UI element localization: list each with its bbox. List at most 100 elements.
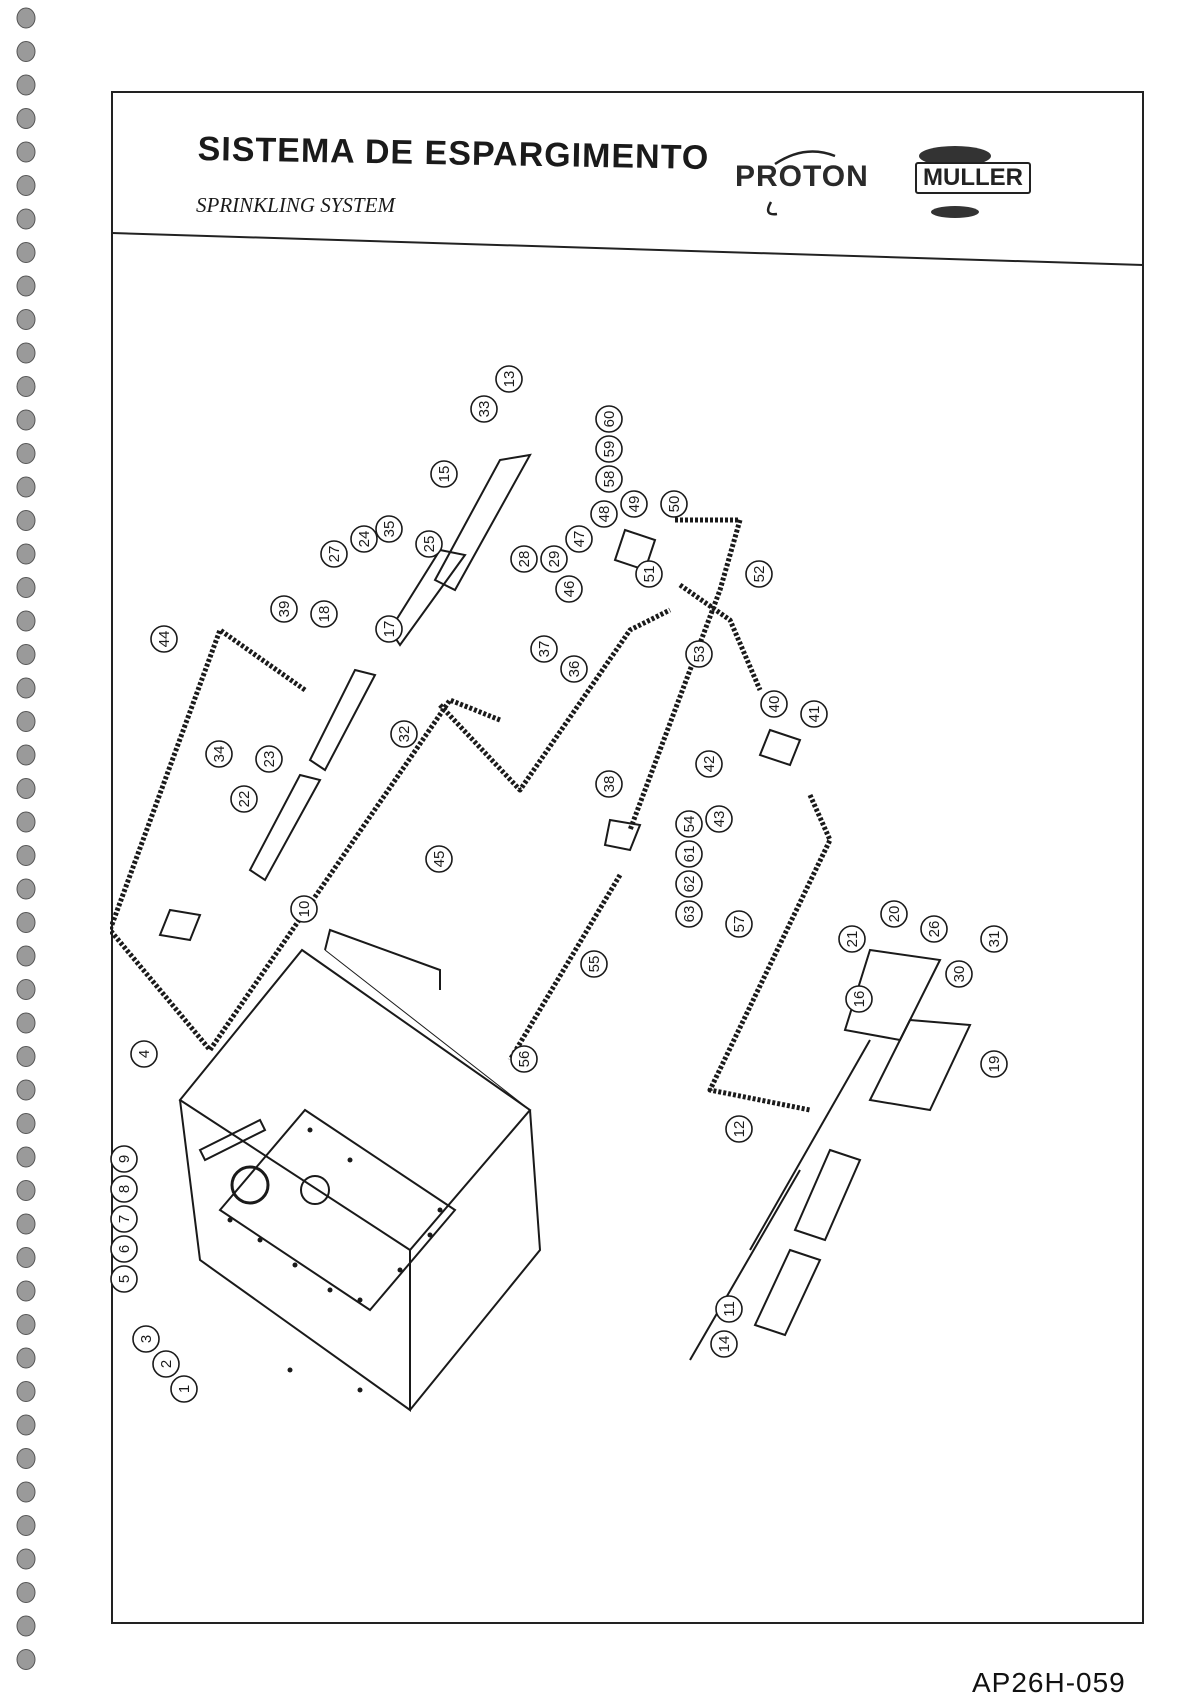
callout-circle	[745, 560, 773, 588]
callout-label: 38	[601, 776, 618, 793]
callout-circle	[838, 925, 866, 953]
callout-circle	[255, 745, 283, 773]
callout-circle	[845, 985, 873, 1013]
callout-44: 44	[150, 625, 178, 653]
callout-circle	[595, 435, 623, 463]
callout-39: 39	[270, 595, 298, 623]
binding-hole	[16, 1012, 36, 1034]
binding-hole	[16, 979, 36, 1000]
hose-44	[110, 627, 501, 1053]
callout-3: 3	[132, 1325, 160, 1353]
callout-label: 19	[986, 1056, 1003, 1073]
binding-hole	[16, 175, 36, 196]
callout-circle	[675, 810, 703, 838]
binding-hole	[16, 778, 36, 799]
callout-circle	[130, 1040, 158, 1068]
callout-label: 8	[116, 1185, 133, 1193]
callout-28: 28	[510, 545, 538, 573]
callout-circle	[880, 900, 908, 928]
callout-label: 4	[136, 1050, 153, 1058]
callout-47: 47	[565, 525, 593, 553]
callout-label: 15	[436, 466, 453, 483]
callout-circle	[945, 960, 973, 988]
binding-hole	[16, 1381, 36, 1402]
callout-circle	[675, 900, 703, 928]
binding-hole	[16, 543, 36, 565]
callout-label: 29	[546, 551, 563, 568]
callout-label: 13	[501, 371, 518, 388]
binding-hole	[16, 309, 36, 330]
callout-label: 20	[886, 906, 903, 923]
plate-16-b	[753, 1248, 822, 1337]
bar-12	[689, 1169, 801, 1361]
callout-label: 5	[116, 1275, 133, 1283]
binding-hole	[16, 275, 36, 297]
page-code: AP26H-059	[972, 1667, 1126, 1698]
callout-23: 23	[255, 745, 283, 773]
binding-hole	[16, 342, 36, 364]
hose-57	[707, 793, 833, 1113]
binding-hole	[16, 945, 36, 967]
callout-50: 50	[660, 490, 688, 518]
callout-label: 52	[751, 566, 768, 583]
callout-15: 15	[430, 460, 458, 488]
binding-hole	[16, 108, 36, 129]
callout-11: 11	[715, 1295, 743, 1323]
callout-label: 22	[236, 791, 253, 808]
callout-circle	[430, 460, 458, 488]
callout-label: 40	[766, 696, 783, 713]
callout-label: 33	[476, 401, 493, 418]
callout-label: 28	[516, 551, 533, 568]
binding-hole	[16, 1146, 36, 1168]
callout-9: 9	[110, 1145, 138, 1173]
callout-circle	[590, 500, 618, 528]
callout-label: 9	[116, 1155, 133, 1163]
callout-circle	[660, 490, 688, 518]
callout-circle	[675, 840, 703, 868]
callout-circle	[760, 690, 788, 718]
callout-label: 43	[711, 811, 728, 828]
callout-label: 46	[561, 581, 578, 598]
binding-hole	[16, 744, 36, 766]
callout-circle	[685, 640, 713, 668]
hoses	[110, 517, 833, 1113]
callout-58: 58	[595, 465, 623, 493]
callout-label: 58	[601, 471, 618, 488]
binding-hole	[16, 1548, 36, 1570]
binding-hole	[16, 1414, 36, 1436]
logo-swoosh-icon	[766, 150, 836, 216]
brand-logo: PROTON MULLER	[735, 142, 1035, 222]
callout-circle	[980, 925, 1008, 953]
callout-circle	[110, 1265, 138, 1293]
callout-circle	[920, 915, 948, 943]
callout-label: 3	[138, 1335, 155, 1343]
binding-hole	[16, 1649, 36, 1670]
callout-2: 2	[152, 1350, 180, 1378]
callout-circle	[555, 575, 583, 603]
callout-20: 20	[880, 900, 908, 928]
callout-51: 51	[635, 560, 663, 588]
water-tank	[178, 928, 542, 1412]
callout-label: 24	[356, 531, 373, 548]
bracket-25-middle	[248, 773, 322, 882]
callout-label: 10	[296, 901, 313, 918]
callout-circle	[170, 1375, 198, 1403]
valve-41	[758, 728, 802, 767]
callout-circle	[595, 405, 623, 433]
callout-55: 55	[580, 950, 608, 978]
callout-label: 61	[681, 846, 698, 863]
callout-circle	[725, 1115, 753, 1143]
binding-hole	[16, 1448, 36, 1469]
callout-circle	[150, 625, 178, 653]
callout-6: 6	[110, 1235, 138, 1263]
binding-hole	[16, 1046, 36, 1067]
callout-60: 60	[595, 405, 623, 433]
callout-21: 21	[838, 925, 866, 953]
callout-17: 17	[375, 615, 403, 643]
bracket-15-middle	[308, 668, 377, 772]
callout-label: 12	[731, 1121, 748, 1138]
callout-10: 10	[290, 895, 318, 923]
callout-label: 17	[381, 621, 398, 638]
callout-label: 48	[596, 506, 613, 523]
callout-label: 57	[731, 916, 748, 933]
